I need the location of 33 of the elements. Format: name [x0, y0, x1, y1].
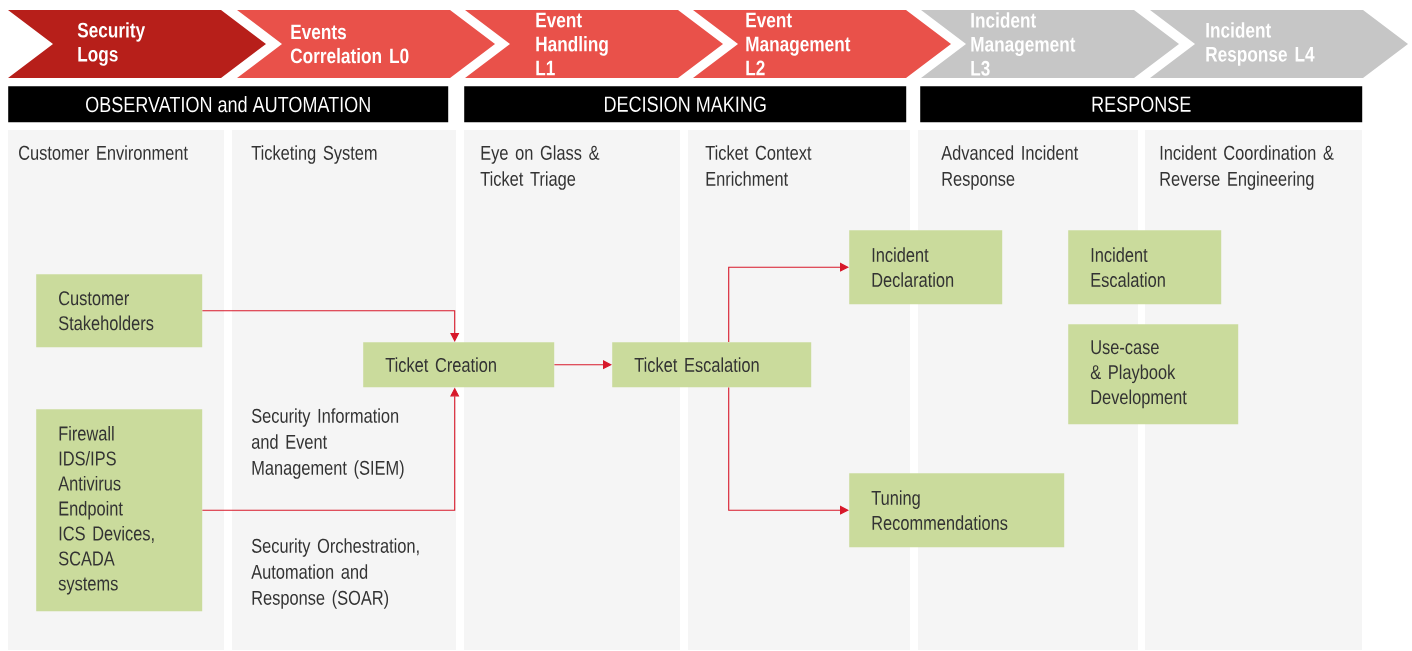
process-box: Ticket Creation [363, 342, 555, 388]
node-label: Incident Response L4 [1206, 22, 1315, 66]
process-box: Ticket Escalation [612, 342, 812, 388]
phase-band: RESPONSE [920, 86, 1363, 123]
column-heading: Advanced Incident Response [941, 145, 1079, 190]
stage-banner: Event Handling L1 [465, 10, 723, 78]
column-heading: Customer Environment [19, 145, 188, 160]
column-heading: Ticketing System [251, 145, 377, 164]
process-box: Tuning Recommendations [849, 473, 1065, 548]
process-box: Use-case & Playbook Development [1068, 324, 1239, 425]
phase-band: DECISION MAKING [464, 86, 907, 123]
process-box: Incident Escalation [1068, 230, 1222, 305]
stage-banner: Event Management L2 [693, 10, 951, 78]
arrow [728, 386, 849, 515]
stage-banner: Events Correlation L0 [237, 10, 495, 78]
stage-banner: Incident Management L3 [921, 10, 1179, 78]
node-label: Incident Management L3 [971, 12, 1076, 76]
system-label: Security Information and Event Management (SIEM) [251, 408, 404, 479]
column-heading: Ticket Context Enrichment [705, 145, 812, 186]
column-heading: Incident Coordination & Reverse Engineering [1160, 145, 1334, 190]
process-box: Firewall IDS/IPS Antivirus Endpoint ICS Devices, SCADA systems [36, 409, 203, 612]
phase-band: OBSERVATION and AUTOMATION [8, 86, 449, 123]
arrow [728, 262, 849, 343]
stage-banner: Security Logs [8, 10, 266, 78]
node-label: Events Correlation L0 [290, 24, 409, 64]
stage-banner: Incident Response L4 [1150, 10, 1408, 78]
node-label: Event Handling L1 [536, 12, 608, 76]
process-box: Incident Declaration [849, 230, 1003, 305]
node-label: Event Management L2 [746, 12, 851, 76]
system-label: Security Orchestration, Automation and Response (SOAR) [251, 538, 419, 609]
column-heading: Eye on Glass & Ticket Triage [480, 145, 600, 190]
arrow [201, 310, 460, 342]
process-box: Customer Stakeholders [36, 274, 203, 348]
